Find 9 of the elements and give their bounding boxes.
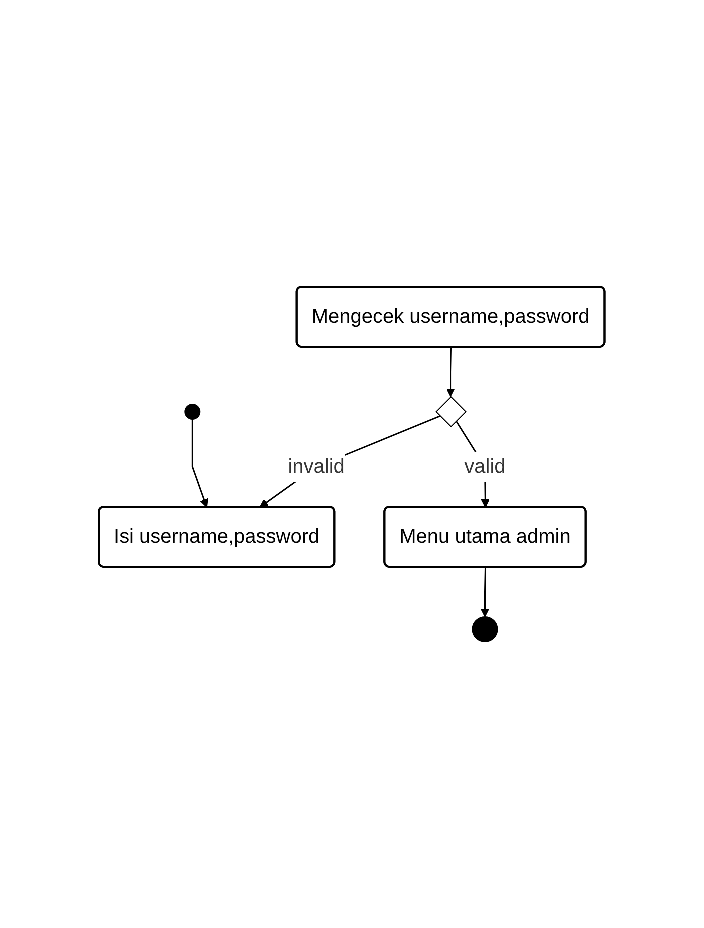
arrow — [446, 346, 456, 397]
node-diamond — [436, 396, 468, 428]
edge-label: invalid — [288, 455, 346, 478]
edge-label: valid — [464, 455, 506, 478]
node-circle — [184, 404, 201, 420]
node-circle — [472, 616, 498, 642]
arrow — [260, 415, 441, 508]
arrow — [480, 566, 490, 617]
arrow — [192, 419, 209, 508]
